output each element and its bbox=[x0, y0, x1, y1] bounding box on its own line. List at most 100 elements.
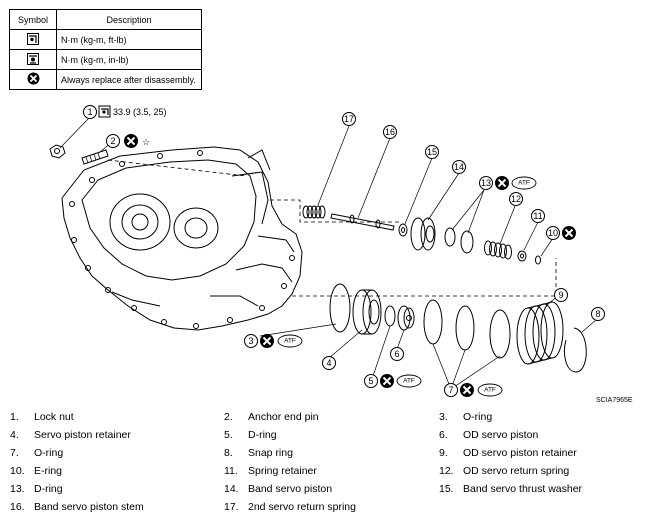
parts-row: 4.Servo piston retainer 5.D-ring 6.OD se… bbox=[10, 429, 640, 447]
atf-badge: ATF bbox=[396, 374, 422, 388]
legend-description: Always replace after disassembly. bbox=[56, 69, 202, 90]
callout-8: 8 bbox=[591, 307, 605, 321]
svg-text:4: 4 bbox=[326, 358, 331, 368]
part-item: 16.Band servo piston stem bbox=[10, 501, 144, 513]
legend-header-symbol: Symbol bbox=[9, 9, 57, 30]
parts-row: 13.D-ring 14.Band servo piston 15.Band s… bbox=[10, 483, 640, 501]
case-bolt-holes bbox=[69, 150, 295, 329]
od-servo-piston-retainer bbox=[516, 301, 564, 365]
od-servo-return-spring bbox=[484, 240, 512, 260]
atf-badge: ATF bbox=[277, 334, 303, 348]
e-ring bbox=[535, 255, 541, 265]
callout-10: 10 bbox=[546, 226, 560, 240]
atf-badge: ATF bbox=[511, 176, 537, 190]
band-servo-piston bbox=[410, 217, 436, 251]
part-item: 9.OD servo piston retainer bbox=[439, 447, 577, 459]
svg-text:8: 8 bbox=[595, 309, 600, 319]
callout-13: 13 bbox=[479, 176, 493, 190]
svg-text:11: 11 bbox=[533, 211, 542, 221]
callout-11: 11 bbox=[531, 209, 545, 223]
always-replace-icon bbox=[260, 334, 274, 348]
svg-text:16: 16 bbox=[385, 127, 395, 137]
parts-row: 7.O-ring 8.Snap ring 9.OD servo piston r… bbox=[10, 447, 640, 465]
legend-symbol-cell bbox=[9, 69, 57, 90]
lock-nut bbox=[49, 144, 66, 159]
d-rings bbox=[444, 227, 474, 254]
part-item: 5.D-ring bbox=[224, 429, 277, 441]
always-replace-icon bbox=[380, 374, 394, 388]
callout-17: 17 bbox=[342, 112, 356, 126]
always-replace-icon bbox=[460, 383, 474, 397]
legend-symbol-cell bbox=[9, 29, 57, 50]
torque-value: 33.9 (3.5, 25) bbox=[113, 107, 167, 117]
exploded-view-diagram: 1 2 3 4 5 6 7 8 9 10 11 12 13 14 15 16 1… bbox=[49, 105, 633, 404]
legend-description: N·m (kg-m, in-lb) bbox=[56, 49, 202, 70]
leader-lines bbox=[59, 116, 597, 390]
servo-piston-retainer bbox=[352, 289, 382, 335]
part-item: 4.Servo piston retainer bbox=[10, 429, 131, 441]
part-item: 8.Snap ring bbox=[224, 447, 293, 459]
part-item: 13.D-ring bbox=[10, 483, 63, 495]
atf-badge: ATF bbox=[477, 383, 503, 397]
svg-text:ATF: ATF bbox=[403, 378, 415, 385]
svg-text:1: 1 bbox=[87, 107, 92, 117]
svg-text:5: 5 bbox=[368, 376, 373, 386]
always-replace-icon bbox=[124, 134, 138, 148]
parts-row: 16.Band servo piston stem 17.2nd servo r… bbox=[10, 501, 640, 519]
legend-symbol-cell bbox=[9, 49, 57, 70]
transmission-case bbox=[61, 146, 303, 331]
part-item: 14.Band servo piston bbox=[224, 483, 333, 495]
svg-text:2: 2 bbox=[110, 136, 115, 146]
callout-9: 9 bbox=[554, 288, 568, 302]
svg-text:15: 15 bbox=[427, 147, 437, 157]
svg-text:12: 12 bbox=[511, 194, 521, 204]
o-rings-large bbox=[423, 299, 511, 359]
callout-3: 3 bbox=[244, 334, 258, 348]
star-mark: ☆ bbox=[142, 137, 150, 147]
part-item: 2.Anchor end pin bbox=[224, 411, 319, 423]
second-servo-return-spring bbox=[302, 205, 326, 219]
parts-row: 10.E-ring 11.Spring retainer 12.OD servo… bbox=[10, 465, 640, 483]
part-item: 12.OD servo return spring bbox=[439, 465, 570, 477]
d-ring-small bbox=[384, 305, 396, 327]
callout-15: 15 bbox=[425, 145, 439, 159]
callout-2: 2 bbox=[106, 134, 120, 148]
svg-text:3: 3 bbox=[248, 336, 253, 346]
part-item: 10.E-ring bbox=[10, 465, 63, 477]
svg-text:ATF: ATF bbox=[484, 387, 496, 394]
symbol-legend: Symbol Description N·m (kg-m, ft-lb) N·m… bbox=[9, 9, 202, 90]
legend-header-description: Description bbox=[56, 9, 202, 30]
always-replace-icon bbox=[27, 72, 39, 85]
anchor-end-pin bbox=[81, 149, 109, 165]
part-item: 15.Band servo thrust washer bbox=[439, 483, 583, 495]
torque-ft-lb-icon bbox=[27, 32, 39, 45]
o-ring-large bbox=[329, 283, 351, 333]
part-item: 17.2nd servo return spring bbox=[224, 501, 356, 513]
svg-text:10: 10 bbox=[548, 228, 558, 238]
torque-in-lb-icon bbox=[27, 52, 39, 65]
part-item: 7.O-ring bbox=[10, 447, 64, 459]
band-servo-piston-stem bbox=[330, 213, 395, 231]
legend-description: N·m (kg-m, ft-lb) bbox=[56, 29, 202, 50]
callout-6: 6 bbox=[390, 347, 404, 361]
svg-text:7: 7 bbox=[448, 385, 453, 395]
snap-ring bbox=[563, 327, 587, 373]
callout-16: 16 bbox=[383, 125, 397, 139]
svg-text:ATF: ATF bbox=[284, 338, 296, 345]
spring-retainer bbox=[517, 250, 527, 262]
part-item: 6.OD servo piston bbox=[439, 429, 539, 441]
svg-text:14: 14 bbox=[454, 162, 464, 172]
legend-row: N·m (kg-m, in-lb) bbox=[9, 49, 202, 70]
callout-4: 4 bbox=[322, 356, 336, 370]
part-item: 1.Lock nut bbox=[10, 411, 74, 423]
figure-code: SCIA7965E bbox=[596, 397, 633, 404]
torque-ft-lb-icon bbox=[98, 105, 111, 118]
svg-text:ATF: ATF bbox=[518, 180, 530, 187]
always-replace-icon bbox=[495, 176, 509, 190]
band-servo-thrust-washer bbox=[398, 223, 408, 237]
callout-12: 12 bbox=[509, 192, 523, 206]
callout-14: 14 bbox=[452, 160, 466, 174]
legend-row: Always replace after disassembly. bbox=[9, 69, 202, 90]
callout-5: 5 bbox=[364, 374, 378, 388]
svg-text:9: 9 bbox=[558, 290, 563, 300]
